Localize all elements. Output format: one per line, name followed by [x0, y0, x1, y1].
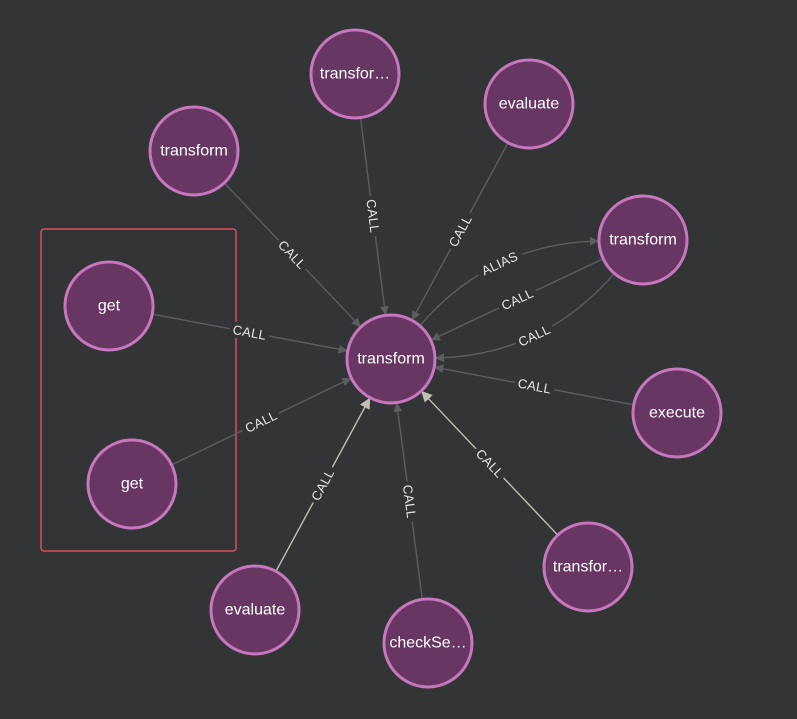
edge-label-group: CALL — [470, 443, 510, 484]
edge-call[interactable]: CALL — [171, 377, 352, 466]
edge-label: ALIAS — [479, 248, 520, 278]
edge-call[interactable]: CALL — [359, 117, 389, 316]
edge-label: CALL — [517, 376, 553, 397]
edge-label-background — [228, 320, 271, 344]
edge-label-background — [512, 319, 556, 352]
edge-label: CALL — [400, 484, 419, 519]
node-circle[interactable] — [382, 597, 474, 689]
edge-label-group: CALL — [306, 463, 340, 507]
edge-label-background — [306, 463, 340, 507]
node-n-checkse[interactable]: checkSe… — [382, 597, 474, 689]
edge-label-group: CALL — [272, 234, 312, 275]
edge-label-background — [513, 374, 556, 398]
edge-call[interactable]: CALL — [421, 390, 559, 536]
node-n-transfor-br[interactable]: transfor… — [542, 521, 634, 613]
node-circle[interactable] — [63, 260, 155, 352]
edge-label-group: CALL — [228, 320, 271, 344]
node-n-transform-r[interactable]: transform — [597, 194, 689, 286]
edge-label: CALL — [499, 285, 536, 313]
edge-label-background — [399, 480, 421, 523]
edge-label-group: CALL — [239, 405, 283, 438]
edge-label-background — [474, 245, 526, 282]
edge-label-background — [443, 209, 477, 253]
node-circle[interactable] — [86, 438, 178, 530]
edge-label-group: CALL — [513, 374, 556, 398]
edge-label-group: CALL — [512, 319, 556, 352]
node-circle[interactable] — [542, 521, 634, 613]
node-n-get-1[interactable]: get — [63, 260, 155, 352]
node-center[interactable]: transform — [345, 313, 437, 405]
edge-label-group: CALL — [443, 209, 477, 253]
edge-label-background — [272, 234, 312, 275]
edge-label: CALL — [243, 408, 280, 436]
edge-label-background — [470, 443, 510, 484]
edge-label: CALL — [232, 322, 268, 343]
node-circle[interactable] — [209, 564, 301, 656]
node-n-get-2[interactable]: get — [86, 438, 178, 530]
edge-label-group: CALL — [399, 480, 421, 523]
node-n-evaluate-bl[interactable]: evaluate — [209, 564, 301, 656]
edge-label-group: ALIAS — [474, 245, 526, 282]
selection-box — [40, 228, 237, 552]
edge-call[interactable]: CALL — [430, 258, 604, 341]
node-n-evaluate-top[interactable]: evaluate — [483, 58, 575, 150]
edge-call[interactable]: CALL — [434, 364, 634, 406]
edge-call[interactable]: CALL — [152, 313, 348, 354]
edge-call[interactable]: CALL — [223, 182, 361, 327]
node-circle[interactable] — [597, 194, 689, 286]
node-circle[interactable] — [345, 313, 437, 405]
edge-call[interactable]: CALL — [411, 142, 509, 321]
edge-label-group: CALL — [362, 195, 384, 237]
edge-label: CALL — [516, 322, 553, 350]
edge-label-background — [362, 195, 384, 237]
node-n-execute[interactable]: execute — [631, 367, 723, 459]
edge-call[interactable]: CALL — [393, 402, 424, 600]
edge-label: CALL — [308, 467, 337, 504]
node-circle[interactable] — [483, 58, 575, 150]
edge-label: CALL — [363, 198, 382, 233]
node-circle[interactable] — [148, 105, 240, 197]
node-n-transfor-top[interactable]: transfor… — [309, 28, 401, 120]
edge-call[interactable]: CALL — [275, 397, 371, 572]
node-circle[interactable] — [309, 28, 401, 120]
node-n-transform-tl[interactable]: transform — [148, 105, 240, 197]
node-circle[interactable] — [631, 367, 723, 459]
edge-label-group: CALL — [495, 283, 539, 316]
nodes-layer: transformtransformtransfor…evaluatetrans… — [63, 28, 723, 689]
edge-label: CALL — [446, 213, 475, 250]
edge-label-background — [239, 405, 283, 438]
edge-label-background — [495, 283, 539, 316]
